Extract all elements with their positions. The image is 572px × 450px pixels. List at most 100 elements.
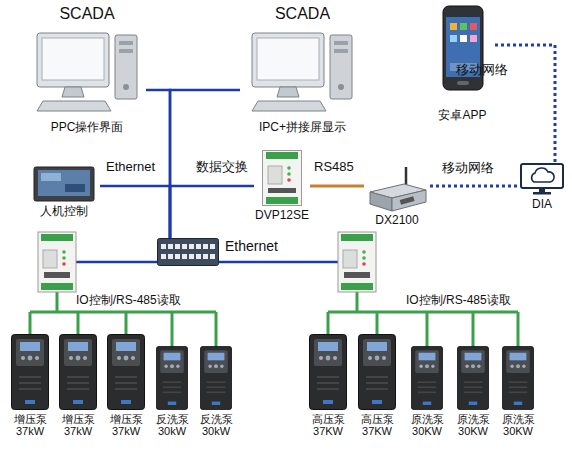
pump-drive: 增压泵 37kW: [8, 318, 52, 438]
node-label: DVP12SE: [255, 209, 309, 223]
drive-symbol-part: [76, 355, 81, 360]
node-label: 高压泵 37KW: [306, 413, 350, 438]
plc-symbol-part: [44, 272, 70, 278]
drive-symbol-part: [200, 346, 231, 409]
hmi-symbol-part: [41, 173, 61, 181]
drive-symbol-part: [415, 350, 439, 373]
drive-symbol-part: [310, 334, 347, 409]
computer-symbol: [250, 31, 355, 113]
plc-symbol-part: [362, 262, 366, 266]
pump-drive: 高压泵 37KW: [306, 318, 350, 438]
scada-station: SCADAIPC+拼接屏显示: [240, 5, 365, 135]
hmi-symbol-part: [38, 170, 90, 196]
drive-symbol-part: [317, 388, 339, 390]
computer-symbol-part: [277, 87, 299, 97]
drive-symbol-part: [509, 391, 528, 393]
cloud-monitor-symbol: [519, 162, 565, 196]
drive-symbol-part: [60, 334, 97, 409]
switch-symbol-part-part: [189, 254, 194, 259]
drive-symbol-part: [506, 350, 530, 373]
switch-symbol-part-part: [182, 254, 187, 259]
computer-symbol: [35, 31, 140, 113]
computer-symbol-part: [37, 101, 111, 111]
plc-symbol-part: [266, 152, 298, 159]
drive-symbol-part: [502, 346, 533, 409]
pump-drive: 反洗泵 30kW: [194, 318, 238, 438]
switch-symbol-part-part: [161, 254, 166, 259]
plc-symbol: [38, 232, 76, 292]
drive-symbol-part: [160, 350, 184, 373]
plc-symbol-part: [341, 283, 373, 290]
edge-label: 数据交换: [196, 160, 248, 175]
drive-symbol-part: [318, 342, 338, 351]
pump-drive: 原洗泵 30KW: [405, 318, 449, 438]
plc-symbol-part: [344, 272, 370, 278]
plc-symbol-part: [362, 250, 366, 254]
drive-symbol: [502, 346, 534, 410]
modem-symbol-part: [400, 196, 415, 204]
edge-label: 移动网络: [456, 63, 508, 78]
drive-symbol-part: [208, 364, 211, 367]
plc-symbol-part: [338, 232, 376, 292]
phone-symbol-part: [460, 35, 467, 42]
drive-symbol-part: [19, 376, 41, 378]
switch-symbol-part-part: [196, 244, 201, 249]
node-label: 反洗泵 30kW: [150, 413, 194, 438]
network-link: [170, 186, 254, 238]
node-label: DIA: [532, 198, 552, 212]
plc-symbol-part: [41, 283, 73, 290]
drive-symbol-part: [112, 339, 140, 366]
scada-station: SCADAPPC操作界面: [28, 5, 146, 135]
node-label: 增压泵 37kW: [8, 413, 52, 438]
plc-symbol-part: [287, 166, 291, 170]
io-bus-part: [328, 311, 518, 314]
drive-symbol-part: [510, 364, 513, 367]
node-label: SCADA: [59, 5, 114, 23]
drive-symbol-part: [163, 386, 182, 388]
bus-label: IO控制/RS-485读取: [76, 294, 181, 308]
drive-symbol-part: [317, 376, 339, 378]
plc-symbol-part: [287, 178, 291, 182]
drive-symbol-part: [176, 364, 179, 367]
switch-symbol-part-part: [210, 244, 215, 249]
drive-symbol-part: [214, 364, 218, 368]
phone-symbol-part: [457, 81, 469, 85]
drive-symbol-part: [83, 356, 87, 360]
computer-symbol-part: [338, 84, 344, 90]
drive-symbol-part: [368, 356, 372, 360]
drive-symbol: [156, 346, 188, 410]
drive-symbol-part: [509, 381, 528, 383]
switch-symbol-part-part: [203, 254, 208, 259]
drive-symbol-part: [418, 386, 437, 388]
drive-symbol-part: [212, 401, 220, 404]
drive-symbol-part: [204, 350, 228, 373]
node-label: 人机控制: [40, 205, 88, 219]
network-link: [100, 186, 170, 238]
drive-symbol-part: [67, 376, 89, 378]
dtu-modem: DX2100: [364, 166, 430, 228]
drive-symbol: [200, 346, 232, 410]
switch-symbol-part-part: [168, 244, 173, 249]
node-label: DX2100: [375, 214, 418, 228]
drive-symbol-part: [156, 346, 187, 409]
drive-symbol-part: [431, 364, 434, 367]
drive-symbol-part: [425, 364, 429, 368]
cloud-monitor-symbol-part: [539, 188, 545, 192]
hmi-panel: 人机控制: [28, 166, 100, 222]
drive-symbol-part: [163, 391, 182, 393]
drive-symbol-part: [418, 391, 437, 393]
drive-symbol-part: [170, 364, 174, 368]
switch-symbol-part-part: [196, 254, 201, 259]
io-bus-part: [56, 292, 59, 312]
cloud-monitor-symbol-part: [533, 192, 551, 195]
drive-symbol: [107, 334, 145, 410]
node-label: 原洗泵 30KW: [405, 413, 449, 438]
drive-symbol-part: [131, 356, 135, 360]
computer-symbol-part: [252, 101, 326, 111]
plc-symbol-part: [62, 256, 66, 260]
drive-symbol-part: [117, 356, 121, 360]
drive-symbol-part: [12, 334, 49, 409]
plc-symbol: [262, 150, 302, 206]
drive-symbol-part: [19, 388, 41, 390]
